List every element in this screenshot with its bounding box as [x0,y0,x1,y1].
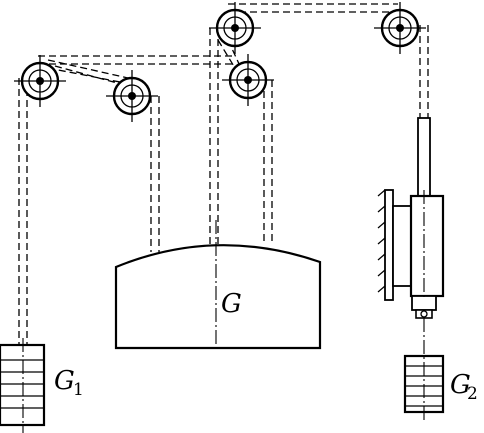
rope-network [18,3,429,345]
rope-upper-horizontal [38,55,235,65]
label-g2-subscript: 2 [467,384,478,404]
label-g1: G 1 [54,366,84,400]
pulley-4 [374,2,426,54]
label-g2-letter: G [450,370,471,400]
label-g1-subscript: 1 [73,380,84,400]
spring-scale [377,117,445,319]
rope-p2-to-body [150,96,160,252]
weight-g2 [403,318,445,420]
main-body [114,220,322,352]
label-main-weight: G [221,289,242,319]
weight-g1 [0,338,46,433]
pulley-3 [209,2,261,54]
rope-top [228,3,398,13]
pulley-5 [222,54,274,106]
rope-left-vertical [18,78,28,345]
rope-p4-to-rod [419,25,429,120]
rope-diagonal-left [47,59,129,87]
label-g1-letter: G [54,366,75,396]
rope-p3-to-body [209,28,219,244]
pulley-2 [106,70,158,122]
rope-p5-to-body [263,80,273,244]
label-g2: G 2 [450,370,478,404]
pulley-1 [14,55,66,107]
